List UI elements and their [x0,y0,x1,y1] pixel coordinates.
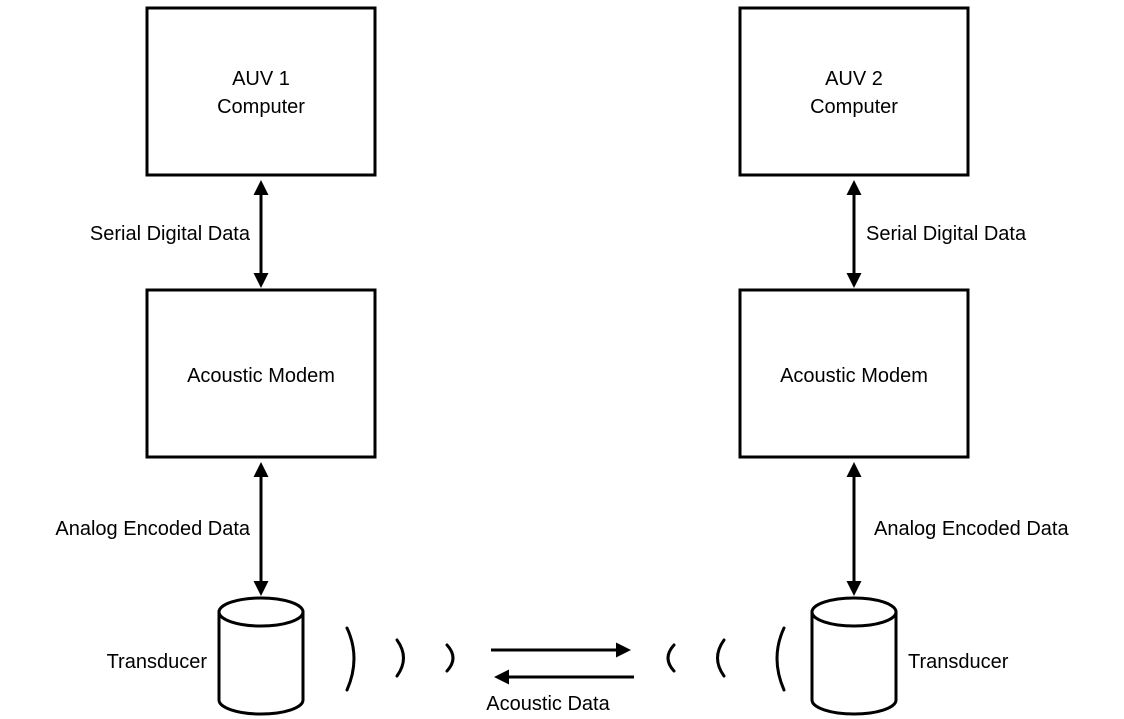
auv1-computer-box [145,6,377,177]
auv1-transducer-label: Transducer [107,651,208,673]
acoustic-data-label: Acoustic Data [486,693,610,715]
auv1-modem-box [145,288,377,459]
auv2-transducer-cylinder [810,596,898,716]
auv1-serial-label: Serial Digital Data [90,223,251,245]
auv1-outgoing-waves [345,626,455,692]
auv2-modem-box [738,288,970,459]
acoustic-link: Acoustic Data [486,642,634,715]
auv2-analog-label: Analog Encoded Data [874,518,1069,540]
auv2-computer-subtitle: Computer [810,96,898,118]
auv2-serial-label: Serial Digital Data [866,223,1027,245]
auv2-computer-box [738,6,970,177]
auv1-group: AUV 1 Computer Serial Digital Data Acous… [55,6,455,716]
auv2-modem-label: Acoustic Modem [780,365,928,387]
auv1-modem-label: Acoustic Modem [187,365,335,387]
auv2-group: AUV 2 Computer Serial Digital Data Acous… [666,6,1069,716]
auv2-transducer-label: Transducer [908,651,1009,673]
auv1-analog-label: Analog Encoded Data [55,518,250,540]
auv1-transducer-cylinder [217,596,305,716]
auv1-computer-title: AUV 1 [232,68,290,90]
auv2-incoming-waves [666,626,786,692]
auv1-computer-subtitle: Computer [217,96,305,118]
auv2-computer-title: AUV 2 [825,68,883,90]
